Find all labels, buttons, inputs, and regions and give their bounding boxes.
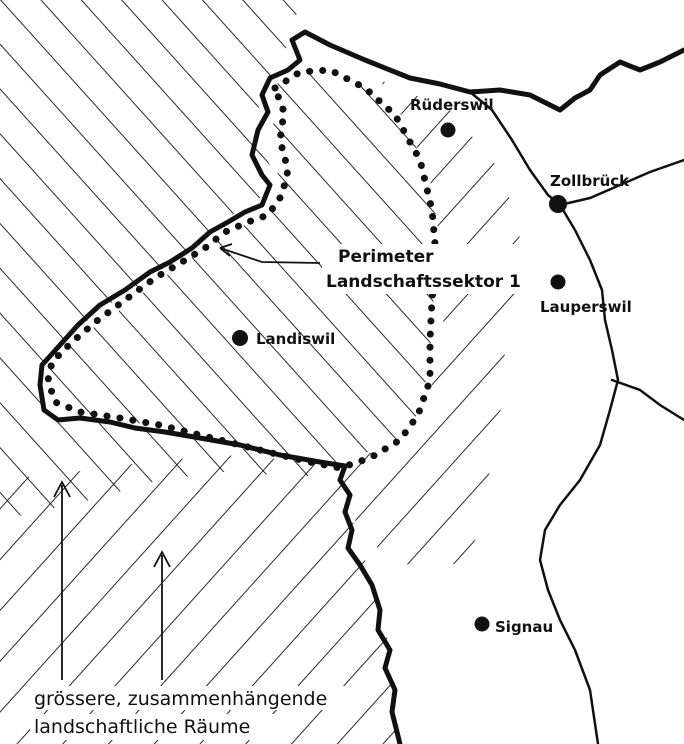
place-marker-signau <box>474 616 490 632</box>
caption-line1: grössere, zusammenhängende <box>34 688 327 710</box>
place-marker-ruederswil <box>440 122 456 138</box>
caption-backdrop-1 <box>30 686 352 710</box>
perimeter-leader-line <box>219 247 321 264</box>
place-label-lauperswil: Lauperswil <box>540 298 632 316</box>
place-label-signau: Signau <box>495 618 553 636</box>
river-line-south <box>337 463 403 744</box>
road-east-lower <box>610 378 684 422</box>
place-marker-lauperswil <box>550 274 566 290</box>
road-east-zollbrueck <box>558 158 684 207</box>
perimeter-label-line1: Perimeter <box>338 247 434 267</box>
place-label-zollbrueck: Zollbrück <box>550 172 630 190</box>
perimeter-leader-arrowhead <box>219 243 233 257</box>
caption-arrow-right-head <box>153 550 171 568</box>
perimeter-label-backdrop <box>322 244 532 294</box>
caption-line2: landschaftliche Räume <box>34 716 250 738</box>
perimeter-label-line2: Landschaftssektor 1 <box>326 272 521 292</box>
caption-backdrop-2 <box>30 714 292 740</box>
place-label-ruederswil: Rüderswil <box>410 96 494 114</box>
caption-arrow-left-head <box>53 480 71 498</box>
river-emme <box>468 90 620 744</box>
perimeter-dotted-boundary <box>44 66 440 472</box>
place-marker-landiswil <box>232 330 248 346</box>
place-label-landiswil: Landiswil <box>256 330 335 348</box>
place-marker-zollbrueck <box>549 195 567 213</box>
boundary-line-north <box>37 29 563 469</box>
boundary-line-northeast <box>557 47 684 113</box>
